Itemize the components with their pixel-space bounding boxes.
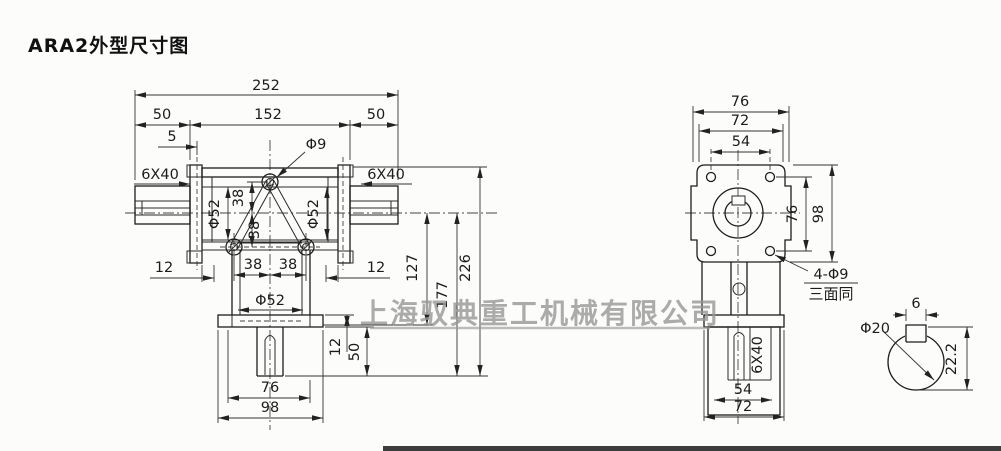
dim-center-to-base: 127 <box>405 254 421 282</box>
dim-hole-span-h-right: 38 <box>279 257 297 273</box>
dim-key-right: 6X40 <box>367 167 405 183</box>
front-left-shaft <box>134 185 191 225</box>
dim-edge-right: 12 <box>367 260 385 276</box>
dim-side-base-inner: 54 <box>734 382 752 398</box>
dim-hole-span-h-left: 38 <box>244 257 262 273</box>
dim-detail-height-over-key: 22.2 <box>944 343 960 375</box>
dim-side-width-mid: 72 <box>731 113 749 129</box>
side-housing <box>701 262 785 416</box>
dim-detail-key-width: 6 <box>911 296 920 312</box>
dim-boss-right: Φ52 <box>306 199 322 229</box>
dim-boss-bottom: Φ52 <box>255 293 285 309</box>
side-view: 76 72 54 76 98 4-Φ9 三面同 6X40 54 72 <box>685 94 858 424</box>
dim-height-total: 226 <box>458 254 474 282</box>
front-dimensions: 252 50 152 50 5 Φ9 6X40 6X40 Φ52 Φ <box>134 78 488 423</box>
photo-edge-artifact <box>383 446 1001 451</box>
shaft-section-detail: 6 Φ20 22.2 <box>860 296 973 391</box>
dim-edge-left: 12 <box>155 260 173 276</box>
dim-body-width: 152 <box>254 107 282 123</box>
watermark-text: 上海驭典重工机械有限公司 <box>360 297 720 330</box>
page-title: ARA2外型尺寸图 <box>28 34 189 57</box>
dim-width-total: 252 <box>252 78 280 94</box>
note-faces: 三面同 <box>808 285 853 303</box>
front-left-flange <box>186 164 203 264</box>
dim-side-width-top: 76 <box>731 94 749 110</box>
note-holes: 4-Φ9 <box>813 267 848 283</box>
side-dimensions: 76 72 54 76 98 4-Φ9 三面同 6X40 54 72 <box>692 94 858 421</box>
dim-right-shaft: 50 <box>367 107 385 123</box>
dim-plate-thickness: 12 <box>328 338 344 356</box>
dim-boss-left: Φ52 <box>207 199 223 229</box>
front-body <box>201 167 339 377</box>
dim-hole-span-upper: 38 <box>231 189 247 207</box>
dim-top-hole: Φ9 <box>306 137 327 153</box>
front-ribs-and-holes <box>225 173 315 256</box>
dim-base-width: 98 <box>261 400 279 416</box>
dim-flange-offset: 5 <box>167 129 176 145</box>
dim-side-hole-span-h: 54 <box>732 134 750 150</box>
front-right-flange <box>337 164 354 264</box>
watermark: 上海驭典重工机械有限公司 <box>360 297 720 330</box>
dim-key-bottom: 6X40 <box>750 336 766 374</box>
dim-side-base-width: 72 <box>734 399 752 415</box>
dim-side-height: 98 <box>811 205 827 223</box>
dim-base-inner-width: 76 <box>261 380 279 396</box>
dim-bottom-shaft-length: 50 <box>347 343 363 361</box>
dim-side-hole-span-v: 76 <box>785 205 801 223</box>
dim-key-left: 6X40 <box>141 167 179 183</box>
front-right-shaft <box>349 185 399 225</box>
front-view: 252 50 152 50 5 Φ9 6X40 6X40 Φ52 Φ <box>125 78 500 430</box>
dim-detail-diameter: Φ20 <box>860 321 890 337</box>
dim-center-to-shaft-end: 177 <box>435 281 451 309</box>
side-flange-face <box>690 164 792 263</box>
dim-hole-span-lower: 38 <box>247 221 263 239</box>
dim-left-shaft: 50 <box>153 107 171 123</box>
